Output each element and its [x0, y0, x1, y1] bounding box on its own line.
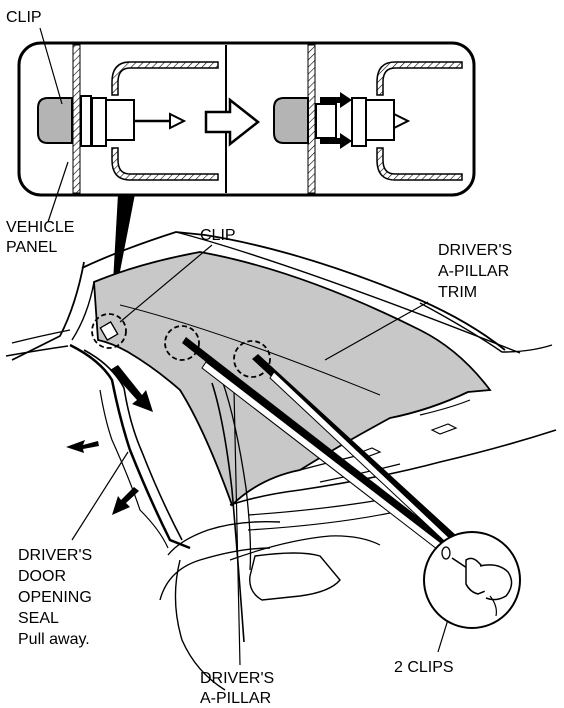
trim-section-lower	[111, 147, 219, 181]
clip-location-marker-3	[233, 340, 271, 378]
windshield-base-2	[5, 345, 69, 357]
transition-arrow-icon	[204, 97, 261, 147]
label-door-seal-line3: OPENING	[18, 589, 92, 606]
trim-removal-arrow-icon	[110, 365, 153, 412]
trim-section-upper	[111, 61, 219, 96]
kick-panel	[174, 559, 226, 691]
a-pillar-edge-1	[211, 382, 245, 643]
clip-retainer	[91, 97, 107, 147]
label-vehicle-panel-line1: VEHICLE	[6, 219, 74, 236]
clip-location-marker-1	[91, 313, 127, 349]
pillar-left-inner	[71, 281, 95, 341]
label-a-pillar-trim-line3: TRIM	[438, 284, 477, 301]
label-a-pillar-trim-line1: DRIVER'S	[438, 242, 512, 259]
dash-contour-3	[229, 535, 381, 561]
label-vehicle-panel-line2: PANEL	[6, 239, 57, 256]
door-seal-inner	[83, 349, 183, 541]
trim-crease-line	[119, 304, 381, 396]
door-seal-lower	[99, 389, 169, 549]
dash-contour-2	[247, 512, 391, 531]
label-a-pillar-line2: A-PILLAR	[200, 690, 271, 707]
roof-rail	[419, 302, 553, 353]
leader-clip-top	[39, 27, 63, 105]
leader-a-pillar-trim	[324, 301, 429, 361]
pull-out-arrow-head	[169, 112, 187, 130]
closeup-hole	[441, 546, 451, 560]
clip-head	[37, 97, 73, 144]
dash-lower-left-2	[159, 547, 271, 601]
release-arrow-upper-icon	[320, 92, 352, 108]
label-door-seal-line2: DOOR	[18, 568, 66, 585]
closeup-shading	[489, 595, 497, 617]
seal-pull-arrow-lower-icon	[112, 487, 139, 515]
leader-a-pillar	[233, 389, 241, 666]
release-arrow-lower-icon	[320, 133, 352, 149]
label-door-seal-line4: SEAL	[18, 610, 59, 627]
label-2-clips: 2 CLIPS	[394, 659, 454, 676]
seal-pull-arrow-upper-icon	[66, 440, 99, 453]
windshield-base	[11, 329, 71, 344]
clip-location-marker-2	[164, 325, 200, 361]
label-a-pillar-line1: DRIVER'S	[200, 670, 274, 687]
label-a-pillar-trim-line2: A-PILLAR	[438, 263, 509, 280]
vehicle-interior-view	[5, 231, 557, 691]
trim-section-upper-right	[376, 61, 463, 96]
closeup-clip-head	[479, 564, 513, 601]
label-clip-main: CLIP	[200, 227, 236, 244]
vehicle-panel-section	[72, 44, 81, 194]
leader-door-seal	[71, 451, 129, 541]
dash-contour-1	[247, 499, 381, 516]
dash-clip-slot-2	[430, 423, 458, 435]
clip-installed-view	[37, 44, 219, 194]
door-seal-outer	[69, 343, 191, 550]
trim-section-lower-right	[376, 147, 463, 181]
vehicle-panel-section-right	[307, 44, 316, 194]
roof-line-outer	[81, 231, 506, 351]
clip-body	[105, 99, 135, 141]
upper-dash-line	[419, 399, 471, 416]
clip-detail-inset	[17, 27, 476, 223]
roof-line-inner	[175, 231, 521, 354]
clip-closeup	[423, 531, 521, 629]
label-clip-top: CLIP	[6, 9, 42, 26]
clip-removed-view	[273, 44, 463, 194]
label-door-seal-line5: Pull away.	[18, 631, 90, 648]
clip-in-marker-icon	[99, 321, 119, 341]
clip-body-right	[365, 99, 395, 141]
leader-vehicle-panel	[47, 161, 69, 223]
leader-clip-main	[119, 244, 213, 323]
dash-lower-left	[167, 521, 281, 556]
clip-head-right	[273, 97, 309, 144]
label-door-seal-line1: DRIVER'S	[18, 547, 92, 564]
pillar-left-edge	[11, 261, 85, 361]
clip-shaft-right	[315, 103, 337, 139]
clip-pin-tip-right	[393, 112, 411, 130]
dash-vent	[249, 552, 341, 601]
clip-collar	[80, 95, 92, 147]
clip-retainer-right	[351, 97, 367, 147]
zoom-wedge-clip-2	[182, 337, 448, 548]
a-pillar-trim-panel	[93, 251, 492, 507]
